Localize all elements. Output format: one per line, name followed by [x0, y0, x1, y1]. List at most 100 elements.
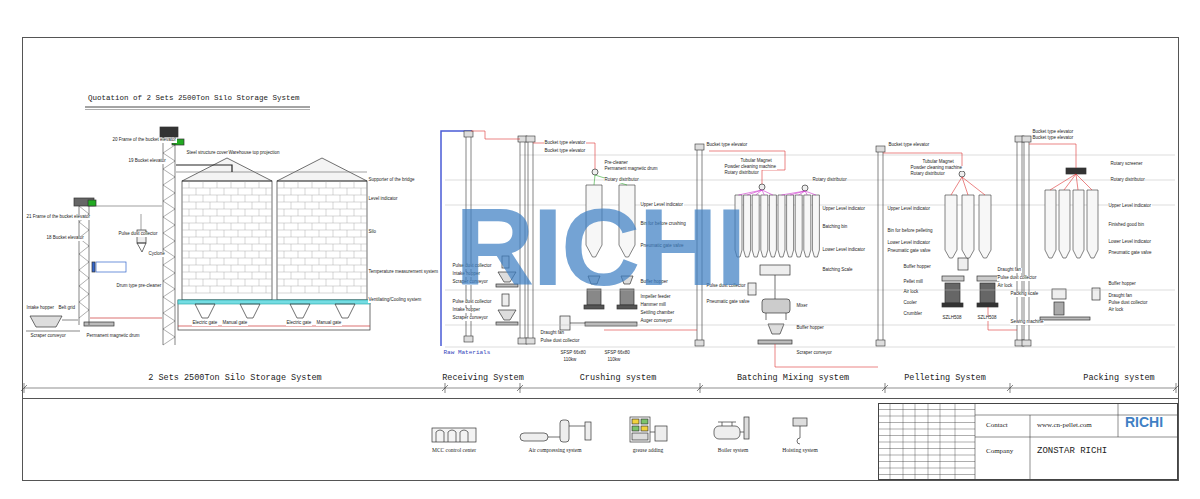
equipment-label: Ventilating/Cooling system: [368, 298, 422, 303]
storage-bin: [752, 195, 759, 257]
equipment-label: Mixer: [796, 304, 808, 309]
pipe-line: [1050, 174, 1076, 190]
legend-icons: [432, 417, 807, 444]
equipment-label: Drum type pre-cleaner: [116, 284, 162, 289]
equipment-label: Pellet mill: [903, 280, 923, 285]
equipment-label: Powder cleaning machine: [724, 165, 777, 170]
equipment-label: Electric gate: [286, 321, 312, 326]
section-label: Crushing system: [580, 374, 657, 383]
legend-label: grease adding: [633, 448, 663, 454]
equipment-label: Rotary screener: [1110, 162, 1143, 167]
company-logo: RICHI: [1125, 415, 1163, 429]
equipment-label: SFSP 66x80: [604, 351, 630, 356]
pipe-line: [1076, 174, 1092, 190]
storage-bin: [787, 195, 794, 257]
flow-label: Raw Materials: [443, 350, 491, 356]
equipment-label: Pre-cleaner: [604, 161, 628, 166]
pipe-line: [709, 151, 785, 184]
tower-lattice: [79, 206, 89, 325]
equipment-label: Pulse dust collector: [540, 339, 580, 344]
frame-divider: [22, 398, 1178, 399]
equipment-label: Auger conveyor: [640, 319, 673, 324]
equipment-label: Batching Scale: [822, 268, 853, 273]
equipment-label: Lower Level indicator: [887, 241, 931, 246]
title-block: Contactwww.cn-pellet.comCompanyZONSTAR R…: [878, 403, 1178, 480]
equipment-label: Buffer hopper: [903, 265, 931, 270]
equipment-label: 21 Frame of the bucket elevator: [26, 215, 91, 220]
equipment-label: Rotary distributor: [910, 172, 945, 177]
equipment-label: Bucket type elevator: [544, 149, 586, 154]
pipe-line: [951, 177, 962, 195]
equipment-label: Pulse dust collector: [997, 276, 1037, 281]
section-label: Packing system: [1083, 374, 1154, 383]
pipe-line: [533, 143, 595, 169]
equipment-label: Hammer mill: [640, 303, 666, 308]
equipment-label: Bucket type elevator: [544, 141, 586, 146]
equipment-label: Bucket type elevator: [1032, 130, 1074, 135]
storage-bin: [812, 195, 819, 257]
pipe-line: [756, 190, 762, 195]
storage-bin: [1045, 190, 1056, 258]
storage-bin: [962, 195, 974, 258]
equipment-label: Manual gate: [316, 321, 342, 326]
equipment-label: Buffer hopper: [796, 326, 824, 331]
equipment-label: Rotary distributor: [812, 178, 847, 183]
storage-bin: [744, 195, 751, 257]
equipment-label: Sewing machine: [1010, 320, 1044, 325]
storage-bin: [761, 195, 768, 257]
pipe-line: [790, 191, 805, 195]
pipe-line: [775, 344, 878, 367]
legend-label: Air compressing system: [528, 448, 581, 454]
pelleting-equipment: [942, 171, 999, 307]
pipe-line: [883, 153, 962, 171]
watermark: RICHI: [455, 192, 744, 302]
equipment-label: Upper Level indicator: [887, 207, 931, 212]
equipment-label: Air lock: [997, 284, 1013, 289]
equipment-label: 110kw: [563, 358, 577, 363]
pipe-line: [799, 191, 805, 195]
section-label: Batching Mixing system: [737, 374, 849, 383]
equipment-label: Scraper conveyor: [796, 351, 832, 356]
equipment-label: Steel structure cover: [186, 151, 228, 156]
equipment-label: Finished good bin: [1108, 223, 1145, 228]
equipment-label: Supporter of the bridge: [368, 178, 415, 183]
pipe-line: [962, 177, 985, 195]
legend-label: Boiler system: [718, 448, 748, 454]
drawing-frame: [23, 38, 1179, 481]
equipment-label: Air lock: [903, 290, 919, 295]
storage-bin: [1059, 190, 1070, 258]
equipment-label: Electric gate: [192, 321, 218, 326]
equipment-label: Tubular Magnet: [740, 159, 772, 164]
dimension-line: [24, 388, 1176, 389]
pipe-line: [1076, 174, 1078, 190]
pipe-line: [471, 131, 520, 139]
pipe-line: [805, 191, 816, 195]
equipment-label: 19 Bucket elevator: [128, 159, 166, 164]
equipment-label: SZLH508: [977, 316, 997, 321]
pipe-line: [762, 190, 773, 195]
equipment-label: Bucket type elevator: [888, 143, 930, 148]
title-block-text: Contact: [986, 422, 1008, 429]
equipment-label: Packing scale: [1010, 292, 1039, 297]
equipment-label: Bin for before pelleting: [887, 229, 933, 234]
legend-label: MCC control center: [432, 448, 476, 454]
equipment-label: Silo: [368, 230, 377, 235]
equipment-label: Crumbler: [903, 312, 923, 317]
equipment-label: Pneumatic gate valve: [887, 249, 931, 254]
equipment-label: Settling chamber: [640, 311, 675, 316]
equipment-label: Cyclone: [148, 252, 165, 257]
equipment-label: Pneumatic gate valve: [1108, 251, 1152, 256]
equipment-label: Upper Level indicator: [822, 207, 866, 212]
equipment-label: SZLH508: [942, 316, 962, 321]
title-block-grid: [975, 403, 1178, 480]
equipment-label: Rotary distributor: [604, 178, 639, 183]
equipment-label: Draught fan: [540, 331, 565, 336]
equipment-label: Permanent magnetic drum: [604, 167, 658, 172]
equipment-label: Draught fan: [997, 268, 1022, 273]
pipe-line: [594, 175, 595, 185]
title-block-text: Company: [986, 448, 1013, 455]
equipment-label: Temperature measurement system: [368, 270, 439, 275]
tower-lattice: [163, 137, 175, 345]
equipment-label: Draught fan: [1108, 294, 1133, 299]
section-label: 2 Sets 2500Ton Silo Storage System: [148, 374, 321, 383]
